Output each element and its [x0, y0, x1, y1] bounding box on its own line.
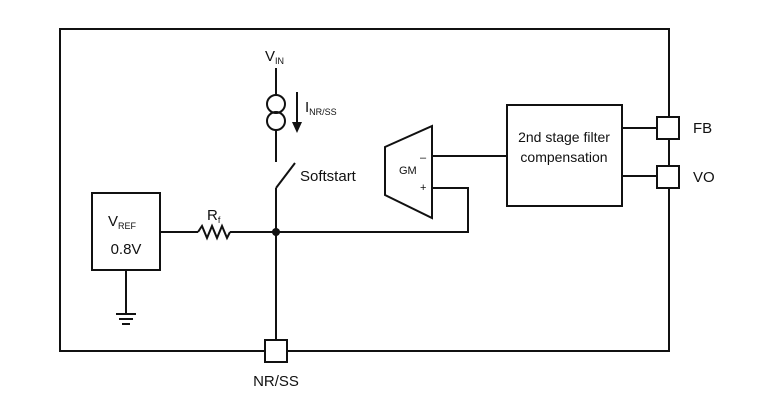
- current-label: INR/SS: [305, 99, 337, 117]
- vref-value: 0.8V: [111, 241, 142, 258]
- fb-pin: [656, 116, 680, 140]
- current-arrow-head: [292, 122, 302, 133]
- vref-label: VREF: [108, 213, 137, 231]
- fb-pin-label: FB: [693, 120, 712, 137]
- gm-amplifier: [384, 124, 433, 220]
- vo-pin: [656, 165, 680, 189]
- softstart-label: Softstart: [300, 168, 357, 185]
- vo-pin-label: VO: [693, 169, 715, 186]
- nrss-pin-label: NR/SS: [253, 373, 299, 390]
- gm-plus-sign: +: [420, 182, 426, 194]
- nrss-pin: [264, 339, 288, 363]
- current-source-lower-circle: [266, 111, 286, 131]
- vin-label: VIN: [265, 48, 284, 66]
- filter-label-line2: compensation: [520, 149, 607, 165]
- device-boundary: [59, 28, 670, 352]
- softstart-switch: [275, 162, 296, 189]
- current-source-upper-circle: [266, 94, 286, 114]
- filter-compensation-box: [506, 104, 623, 207]
- feedback-to-gm-plus-wire: [276, 187, 469, 233]
- vref-box: [91, 192, 161, 271]
- resistor-rf: [197, 223, 231, 241]
- gm-minus-sign: –: [420, 152, 427, 164]
- gm-label: GM: [399, 165, 417, 177]
- ground-icon: [116, 313, 136, 325]
- resistor-label: Rf: [207, 207, 221, 225]
- filter-label-line1: 2nd stage filter: [518, 129, 610, 145]
